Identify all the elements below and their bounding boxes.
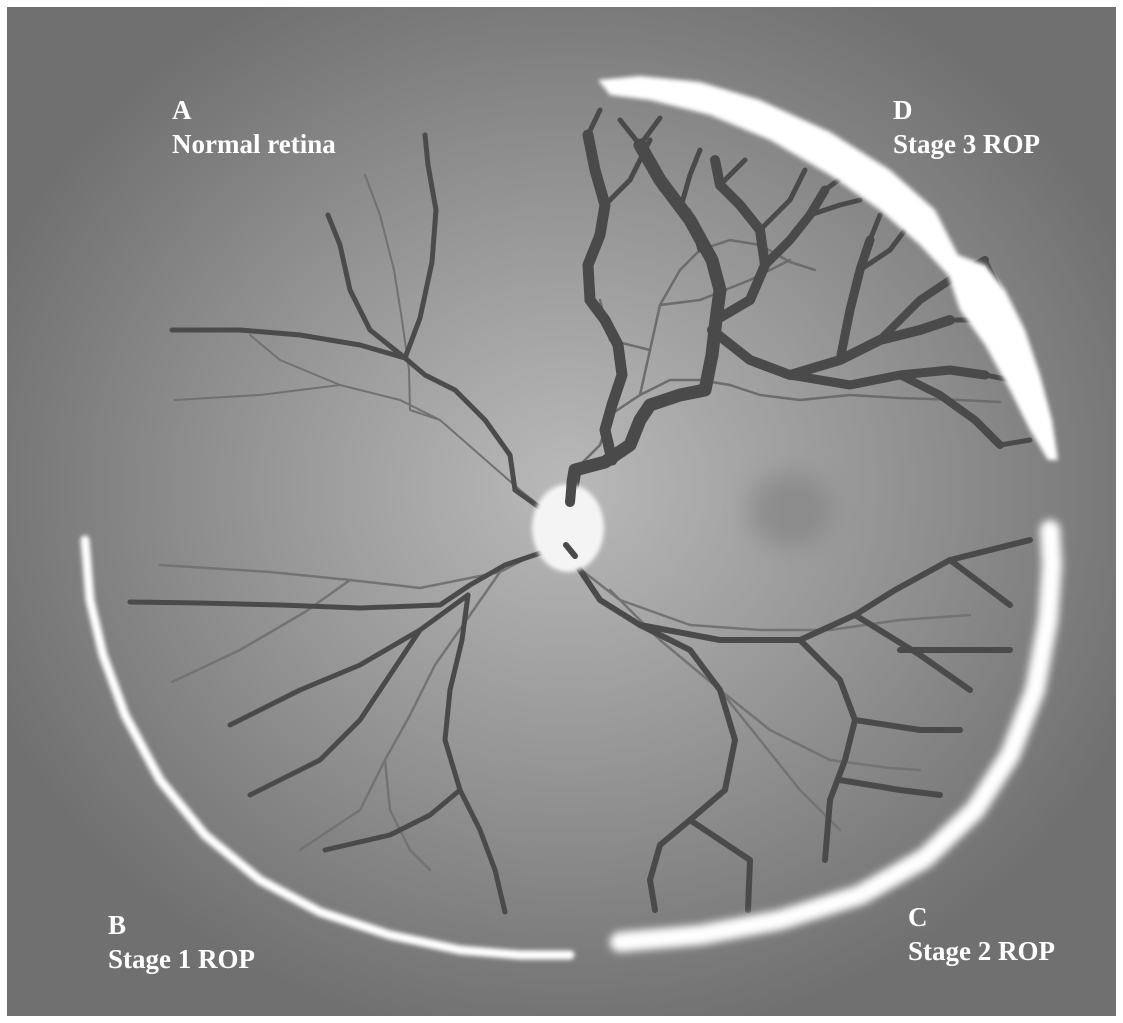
vessel-main bbox=[172, 330, 550, 515]
vessel-main bbox=[840, 780, 940, 795]
stage2-ridge bbox=[620, 530, 1052, 942]
label-A-letter: A bbox=[172, 93, 336, 127]
vessel-main bbox=[790, 370, 985, 385]
vessel-main bbox=[250, 630, 420, 795]
vessel-thin bbox=[160, 542, 558, 588]
label-D: D Stage 3 ROP bbox=[893, 93, 1040, 161]
vessel-main bbox=[900, 375, 1000, 445]
vessel-thin bbox=[172, 580, 350, 682]
vessel-main bbox=[230, 595, 468, 725]
vessel-thin bbox=[385, 760, 430, 870]
vessel-main bbox=[765, 190, 825, 265]
vessel-main bbox=[405, 135, 436, 358]
vessel-thin bbox=[365, 175, 440, 420]
vessels-stage2 bbox=[568, 530, 1052, 942]
vessel-thin bbox=[720, 690, 840, 830]
vessel-main bbox=[328, 215, 405, 358]
vessels-stage1 bbox=[85, 540, 570, 955]
label-A: A Normal retina bbox=[172, 93, 336, 161]
label-D-text: Stage 3 ROP bbox=[893, 127, 1040, 161]
label-A-text: Normal retina bbox=[172, 127, 336, 161]
label-B-letter: B bbox=[108, 908, 255, 942]
label-B-text: Stage 1 ROP bbox=[108, 942, 255, 976]
label-B: B Stage 1 ROP bbox=[108, 908, 255, 976]
label-C-text: Stage 2 ROP bbox=[908, 934, 1055, 968]
vessel-main bbox=[690, 820, 750, 910]
label-C: C Stage 2 ROP bbox=[908, 900, 1055, 968]
vessel-thin bbox=[250, 335, 555, 518]
vessel-disc bbox=[570, 480, 572, 502]
fovea bbox=[748, 472, 832, 548]
vessel-main bbox=[712, 320, 950, 375]
vessel-main bbox=[445, 595, 505, 912]
vessel-main bbox=[950, 560, 1010, 605]
vessel-thin bbox=[175, 385, 340, 400]
vessel-thin bbox=[610, 590, 920, 770]
vessel-main bbox=[568, 552, 735, 910]
vessel-main bbox=[855, 720, 960, 730]
vessels-normal-retina bbox=[172, 135, 555, 518]
label-C-letter: C bbox=[908, 900, 1055, 934]
vessel-main bbox=[570, 145, 720, 500]
label-D-letter: D bbox=[893, 93, 1040, 127]
